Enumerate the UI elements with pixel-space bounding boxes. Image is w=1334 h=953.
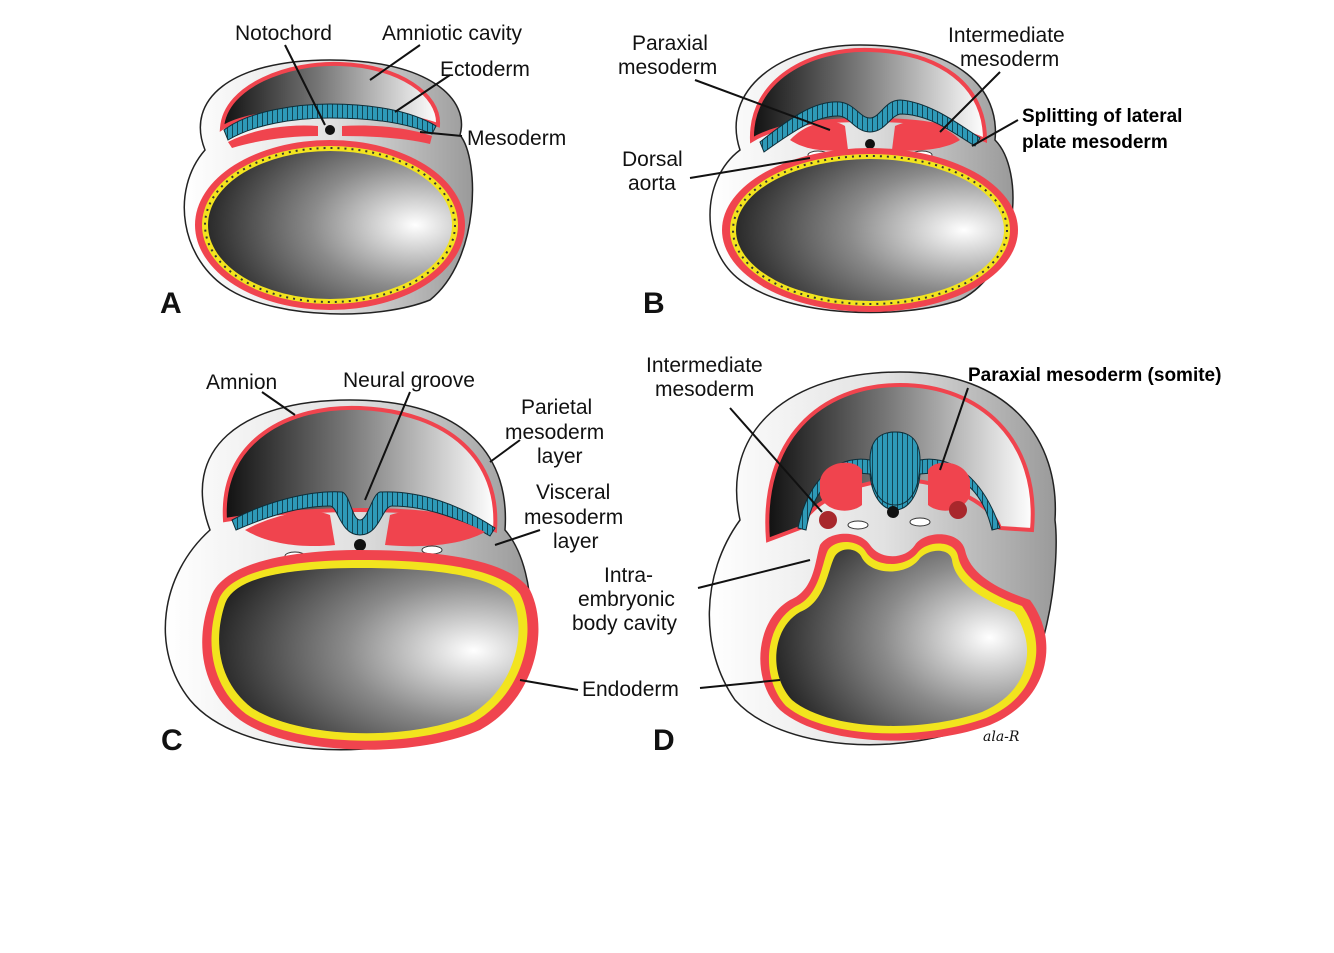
label-b-paraxial-1: Paraxial [632, 32, 708, 55]
label-c-parietal-2: mesoderm [505, 421, 604, 444]
panel-d-somite-right [928, 462, 970, 511]
label-b-splitting-2: plate mesoderm [1022, 132, 1168, 153]
label-c-parietal-3: layer [537, 445, 583, 468]
panel-b-intermediate-leader [939, 71, 1001, 133]
panel-b-paraxial-leader [694, 79, 831, 131]
panel-c-neural-groove-leader [364, 391, 411, 501]
panel-letter-a: A [160, 287, 182, 320]
panel-a-yolk-sac [208, 151, 452, 299]
panel-b-paraxial-left [790, 121, 848, 151]
label-c-visceral-2: mesoderm [524, 506, 623, 529]
panel-d-intermediate-left [819, 511, 837, 529]
label-b-dorsal-1: Dorsal [622, 148, 683, 171]
panel-d-dorsal-aorta-left [847, 520, 869, 530]
panel-a-mesoderm-right [342, 125, 432, 144]
panel-a-notochord-leader [284, 44, 326, 126]
panel-b-ectoderm [759, 99, 981, 153]
label-b-intermediate-2: mesoderm [960, 48, 1059, 71]
label-b-intermediate-1: Intermediate [948, 24, 1065, 47]
panel-a-notochord [325, 125, 335, 135]
panel-d-endoderm-leader [699, 679, 781, 689]
label-b-paraxial-2: mesoderm [618, 56, 717, 79]
label-b-splitting-1: Splitting of lateral [1022, 106, 1182, 127]
label-amniotic-cavity: Amniotic cavity [382, 22, 523, 45]
panel-letter-c: C [161, 724, 183, 757]
panel-d-neural-tube [869, 431, 921, 506]
panel-a-amniotic-leader [369, 44, 421, 81]
label-d-intra-3: body cavity [572, 612, 678, 635]
panel-c-ectoderm [231, 491, 496, 537]
label-d-intra-2: embryonic [578, 588, 675, 611]
panel-b-dorsal-leader [689, 157, 811, 179]
panel-d: Intermediate mesoderm Paraxial mesoderm … [519, 354, 1221, 757]
panel-c-endoderm-leader [519, 679, 579, 691]
panel-c-notochord [354, 539, 366, 551]
panel-c-yolk-sac [219, 568, 519, 734]
panel-a-endoderm-dots [204, 147, 456, 303]
panel-c-visceral-leader [494, 529, 541, 546]
panel-a-mesoderm-leader [419, 131, 463, 137]
panel-a: Notochord Amniotic cavity Ectoderm Mesod… [160, 22, 566, 320]
label-b-dorsal-2: aorta [628, 172, 676, 195]
panel-d-dorsal-aorta-right [909, 517, 931, 527]
panel-a-ectoderm-leader [394, 74, 451, 113]
artist-signature: ala-R [983, 729, 1020, 745]
panel-c-parietal-leader [489, 439, 521, 463]
panel-b-notochord [865, 139, 875, 149]
panel-b-yolk-sac [736, 159, 1004, 301]
panel-b-endoderm-dots [732, 155, 1008, 305]
panel-d-paraxial-leader [939, 387, 969, 471]
label-c-visceral-1: Visceral [536, 481, 610, 504]
label-neural-groove: Neural groove [343, 369, 475, 392]
panel-b: Paraxial mesoderm Intermediate mesoderm … [618, 24, 1182, 320]
panel-d-somite-left [820, 462, 862, 511]
panel-d-yolk-sac [776, 549, 1028, 726]
panel-a-mesoderm-left [228, 125, 318, 148]
label-d-intermediate-1: Intermediate [646, 354, 763, 377]
panel-b-splitting-leader [971, 119, 1019, 147]
label-d-intra-1: Intra- [604, 564, 653, 587]
panel-c: Amnion Neural groove Parietal mesoderm l… [161, 369, 623, 757]
label-c-parietal-1: Parietal [521, 396, 592, 419]
panel-d-intermediate-leader [729, 407, 823, 513]
label-d-intermediate-2: mesoderm [655, 378, 754, 401]
panel-letter-b: B [643, 287, 665, 320]
panel-c-mesoderm-right [385, 511, 485, 547]
panel-c-mesoderm-left [245, 511, 335, 547]
panel-d-intermediate-right [949, 501, 967, 519]
panel-d-notochord [887, 506, 899, 518]
label-ectoderm: Ectoderm [440, 58, 530, 81]
label-amnion: Amnion [206, 371, 277, 394]
panel-c-amnion-leader [261, 391, 296, 416]
panel-letter-d: D [653, 724, 675, 757]
label-c-visceral-3: layer [553, 530, 599, 553]
label-notochord: Notochord [235, 22, 332, 45]
panel-d-intra-leader [697, 559, 811, 589]
label-mesoderm: Mesoderm [467, 127, 566, 150]
label-endoderm: Endoderm [582, 678, 679, 701]
label-d-paraxial-somite: Paraxial mesoderm (somite) [968, 365, 1221, 386]
